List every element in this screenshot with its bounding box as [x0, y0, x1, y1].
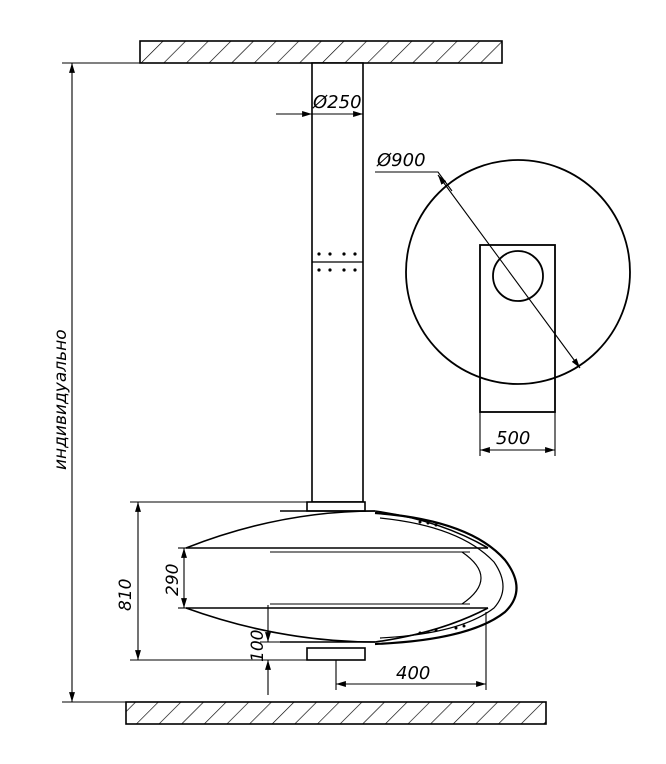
pipe-diameter-dimension: Ø250: [276, 92, 363, 117]
fireplace-body: [185, 501, 518, 661]
body-height-label: 290: [163, 564, 183, 596]
floor-slab: [125, 701, 547, 725]
top-view: Ø900 500: [375, 150, 631, 456]
chimney-pipe: [311, 62, 364, 503]
depth-label: 400: [396, 663, 430, 684]
bottom-offset-dimension: 100: [248, 605, 307, 695]
bottom-offset-label: 100: [248, 630, 268, 662]
total-height-dimension: 810: [116, 501, 307, 661]
body-height-dimension: 290: [163, 547, 187, 609]
pipe-diameter-label: Ø250: [312, 92, 362, 113]
total-height-label: 810: [116, 579, 136, 611]
ceiling-slab: [139, 40, 503, 64]
overall-height-dimension: индивидуально: [51, 62, 140, 703]
disc-width-label: 500: [496, 428, 530, 449]
depth-dimension: 400: [335, 612, 487, 690]
overall-height-label: индивидуально: [51, 329, 71, 470]
disc-diameter-label: Ø900: [376, 150, 426, 171]
